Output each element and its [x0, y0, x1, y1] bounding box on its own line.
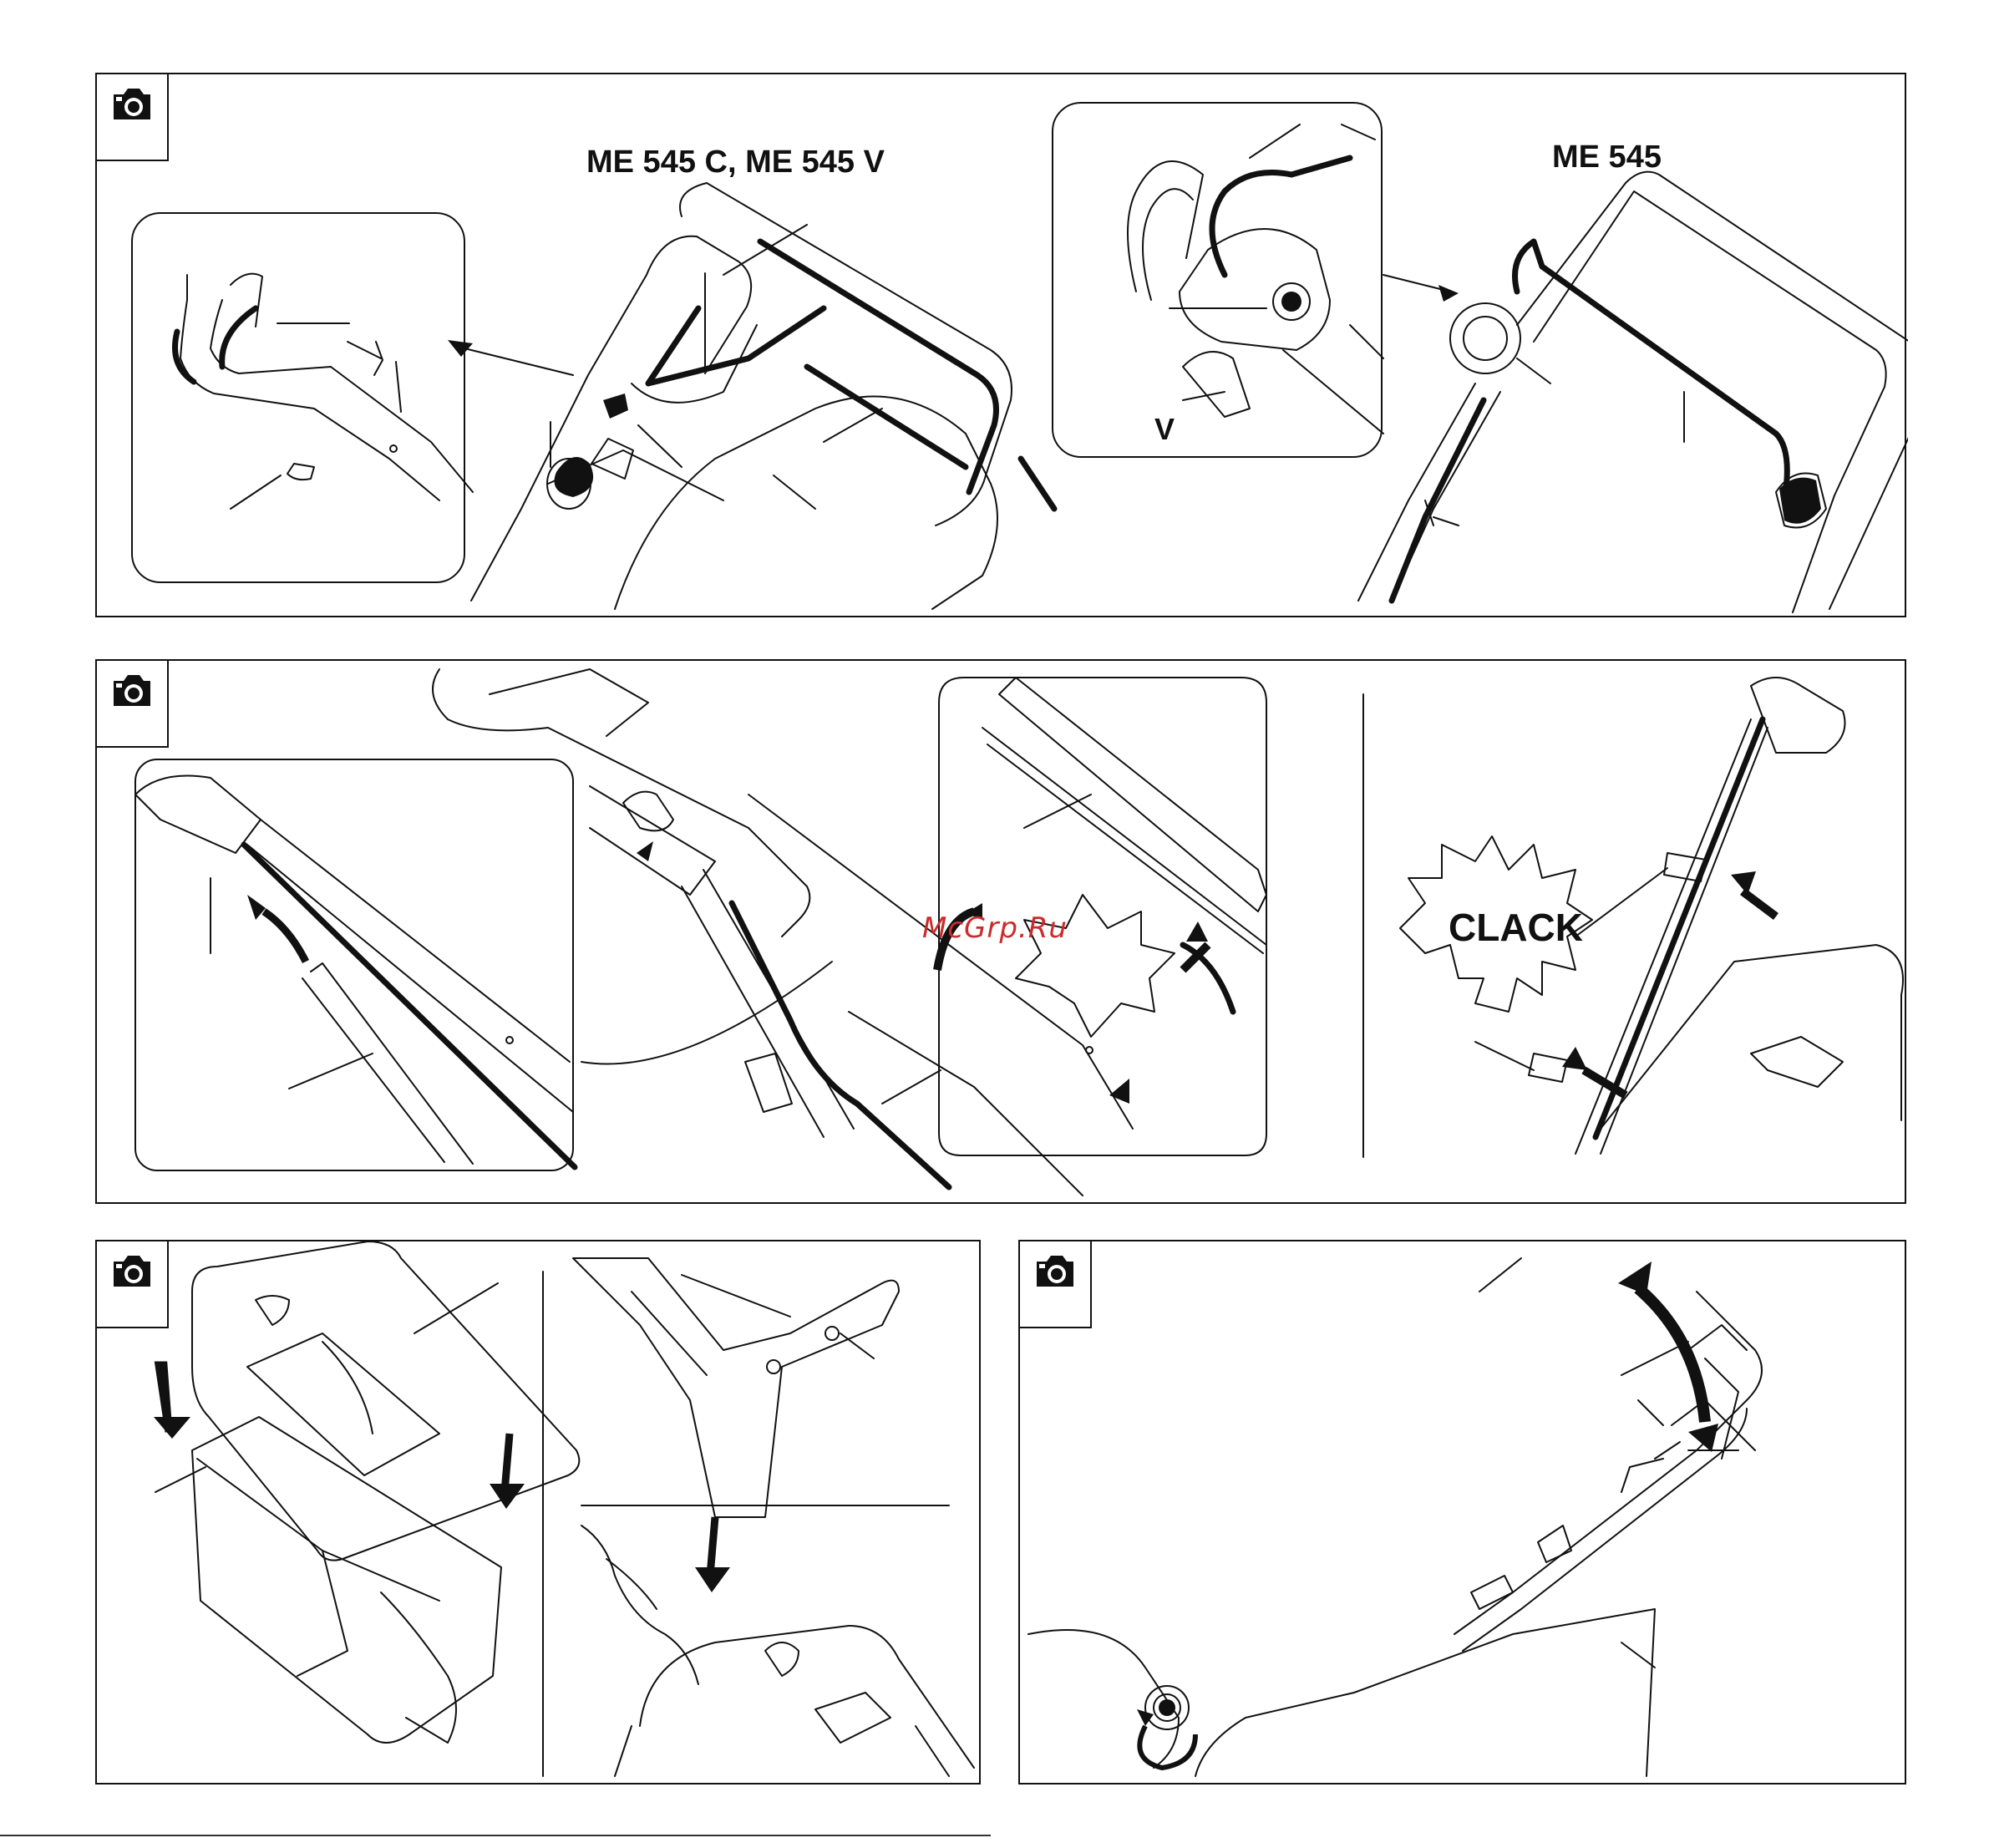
panel-grass-bag-assembly	[95, 1240, 981, 1785]
handle-adjust-illustration	[1020, 1241, 1908, 1786]
panel-handle-cable-routing: ME 545 C, ME 545 V ME 545 V	[95, 73, 1906, 617]
handle-cable-illustration	[97, 74, 1908, 619]
footer-rule	[0, 1835, 991, 1836]
panel-handle-height-adjust	[1018, 1240, 1906, 1785]
grass-bag-illustration	[97, 1241, 982, 1786]
clack-label: CLACK	[1449, 905, 1583, 950]
panel-cable-clip-attach: CLACK McGrp.Ru	[95, 659, 1906, 1204]
watermark: McGrp.Ru	[922, 911, 1068, 945]
